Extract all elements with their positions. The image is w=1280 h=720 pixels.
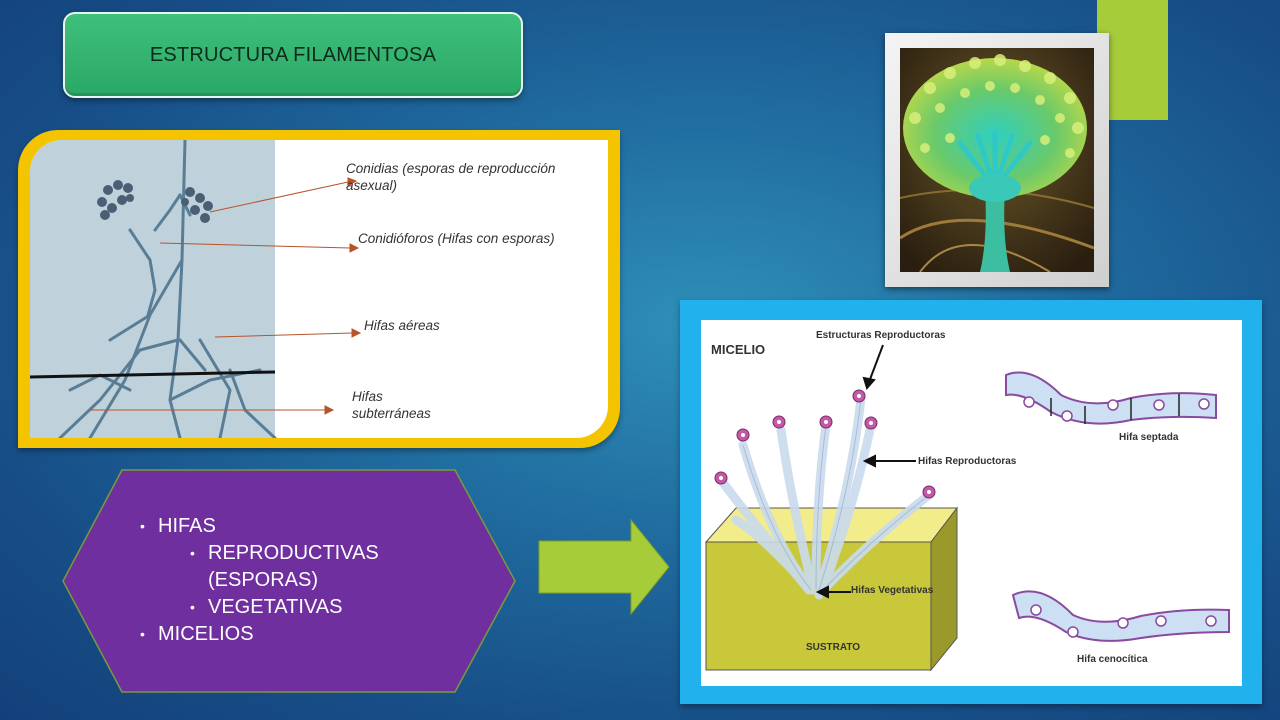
label-hifas-reproductoras: Hifas Reproductoras xyxy=(918,456,1017,467)
hyphae-diagram-frame: Conidias (esporas de reproducción asexua… xyxy=(18,130,620,448)
conidiophore-photo xyxy=(900,48,1094,272)
list-item-reproductivas: REPRODUCTIVAS (ESPORAS) xyxy=(140,540,408,594)
label-estructuras-reproductoras: Estructuras Reproductoras xyxy=(816,330,946,341)
slide-title-text: ESTRUCTURA FILAMENTOSA xyxy=(149,43,437,66)
list-item-hifas: HIFAS xyxy=(140,513,408,540)
hyphae-micrograph xyxy=(30,140,362,438)
label-conidioforos: Conidióforos (Hifas con esporas) xyxy=(358,231,555,246)
micelio-illustration xyxy=(704,344,1230,672)
micelio-diagram: MICELIO Estructuras Reproductoras Hifas … xyxy=(701,320,1242,686)
label-hifa-cenocitica: Hifa cenocítica xyxy=(1077,654,1148,665)
list-item-micelios: MICELIOS xyxy=(140,621,408,648)
list-item-vegetativas: VEGETATIVAS xyxy=(140,594,408,621)
right-arrow-icon xyxy=(538,519,670,615)
photo-frame xyxy=(885,33,1109,287)
label-sustrato: SUSTRATO xyxy=(806,642,861,653)
slide-title: ESTRUCTURA FILAMENTOSA xyxy=(63,12,523,98)
micelio-diagram-frame: MICELIO Estructuras Reproductoras Hifas … xyxy=(680,300,1262,704)
concept-hexagon: HIFAS REPRODUCTIVAS (ESPORAS) VEGETATIVA… xyxy=(62,469,516,693)
micelio-title: MICELIO xyxy=(711,342,766,357)
label-hifa-septada: Hifa septada xyxy=(1119,432,1179,443)
label-conidias: Conidias (esporas de reproducción asexua… xyxy=(346,161,556,193)
label-hifas-subterraneas: Hifas subterráneas xyxy=(352,389,431,421)
hyphae-diagram: Conidias (esporas de reproducción asexua… xyxy=(30,140,608,438)
label-hifas-vegetativas: Hifas Vegetativas xyxy=(851,585,934,596)
concept-list: HIFAS REPRODUCTIVAS (ESPORAS) VEGETATIVA… xyxy=(140,513,408,648)
label-hifas-aereas: Hifas aéreas xyxy=(364,318,440,333)
